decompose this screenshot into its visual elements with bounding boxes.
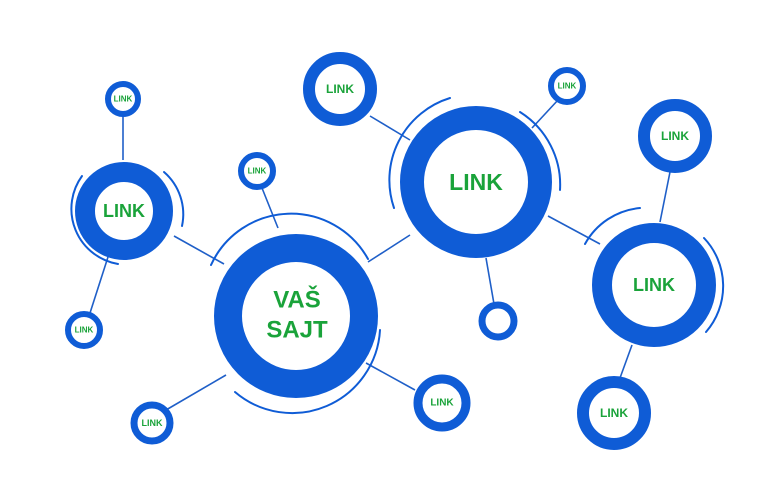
left-large-label: LINK: [103, 201, 145, 221]
edge-top-large-to-right-large: [547, 215, 601, 245]
bottom-center-medium-ring: [413, 374, 471, 432]
top-large-arc: [388, 97, 451, 209]
bottom-center-medium-label: LINK: [430, 398, 454, 409]
bottom-left-small-label: LINK: [142, 418, 163, 428]
link-center-top-small[interactable]: LINK: [238, 152, 276, 190]
top-large-ring: [400, 106, 552, 258]
top-medium-label: LINK: [326, 82, 354, 96]
center-top-small-ring: [238, 152, 276, 190]
link-right-large[interactable]: LINK: [584, 207, 725, 347]
edges: [89, 99, 671, 411]
center-label-line2: SAJT: [266, 317, 328, 344]
right-large-arc-right: [703, 237, 725, 333]
link-top-right-small[interactable]: LINK: [548, 67, 586, 105]
left-top-small-ring: [105, 81, 141, 117]
edge-center-to-bottom-left-small: [165, 374, 227, 411]
center-ring: [214, 234, 378, 398]
center-outer-arc-bottom: [234, 329, 381, 415]
edge-center-to-bottom-medium: [365, 362, 416, 391]
left-bottom-small-label: LINK: [75, 326, 94, 335]
right-bottom-medium-ring: [577, 376, 651, 450]
right-top-medium-ring: [638, 99, 712, 173]
center-top-small-label: LINK: [248, 167, 267, 176]
link-top-medium[interactable]: LINK: [303, 52, 377, 126]
edge-left-large-to-bottom-small: [89, 256, 109, 314]
link-bottom-center-medium[interactable]: LINK: [413, 374, 471, 432]
edge-top-large-to-empty-ring: [485, 257, 495, 305]
center-node[interactable]: VAŠ SAJT: [210, 212, 381, 415]
edge-center-to-top-large: [367, 234, 411, 263]
left-large-arc: [70, 175, 119, 265]
edge-center-top-small-to-center: [261, 187, 279, 229]
link-left-top-small[interactable]: LINK: [105, 81, 141, 117]
bottom-left-small-ring: [130, 401, 174, 445]
link-right-top-medium[interactable]: LINK: [638, 99, 712, 173]
edge-top-medium-to-top-large: [369, 115, 411, 141]
right-large-label: LINK: [633, 275, 675, 295]
top-large-arc-right: [519, 111, 562, 191]
right-bottom-medium-label: LINK: [600, 406, 628, 420]
link-right-bottom-medium[interactable]: LINK: [577, 376, 651, 450]
center-outer-arc: [210, 212, 369, 266]
link-top-large[interactable]: LINK: [388, 97, 562, 258]
top-right-small-ring: [548, 67, 586, 105]
edge-right-large-to-bottom-medium: [619, 344, 633, 379]
edge-right-top-medium-to-right-large: [659, 171, 671, 223]
edge-left-large-to-center: [173, 235, 225, 265]
empty-ring: [478, 301, 518, 341]
right-top-medium-label: LINK: [661, 129, 689, 143]
center-label-line1: VAŠ: [273, 286, 321, 314]
link-bottom-left-small[interactable]: LINK: [130, 401, 174, 445]
left-large-ring: [75, 162, 173, 260]
top-right-small-label: LINK: [558, 82, 577, 91]
left-top-small-label: LINK: [114, 95, 133, 104]
top-medium-ring: [303, 52, 377, 126]
right-large-ring: [592, 223, 716, 347]
empty-ring-node[interactable]: [478, 301, 518, 341]
top-large-label: LINK: [449, 169, 503, 195]
link-left-bottom-small[interactable]: LINK: [65, 311, 103, 349]
right-large-arc: [584, 207, 641, 245]
left-bottom-small-ring: [65, 311, 103, 349]
left-large-arc-right: [163, 171, 185, 227]
link-left-large[interactable]: LINK: [70, 162, 185, 265]
edge-top-large-to-top-right-small: [531, 99, 559, 129]
